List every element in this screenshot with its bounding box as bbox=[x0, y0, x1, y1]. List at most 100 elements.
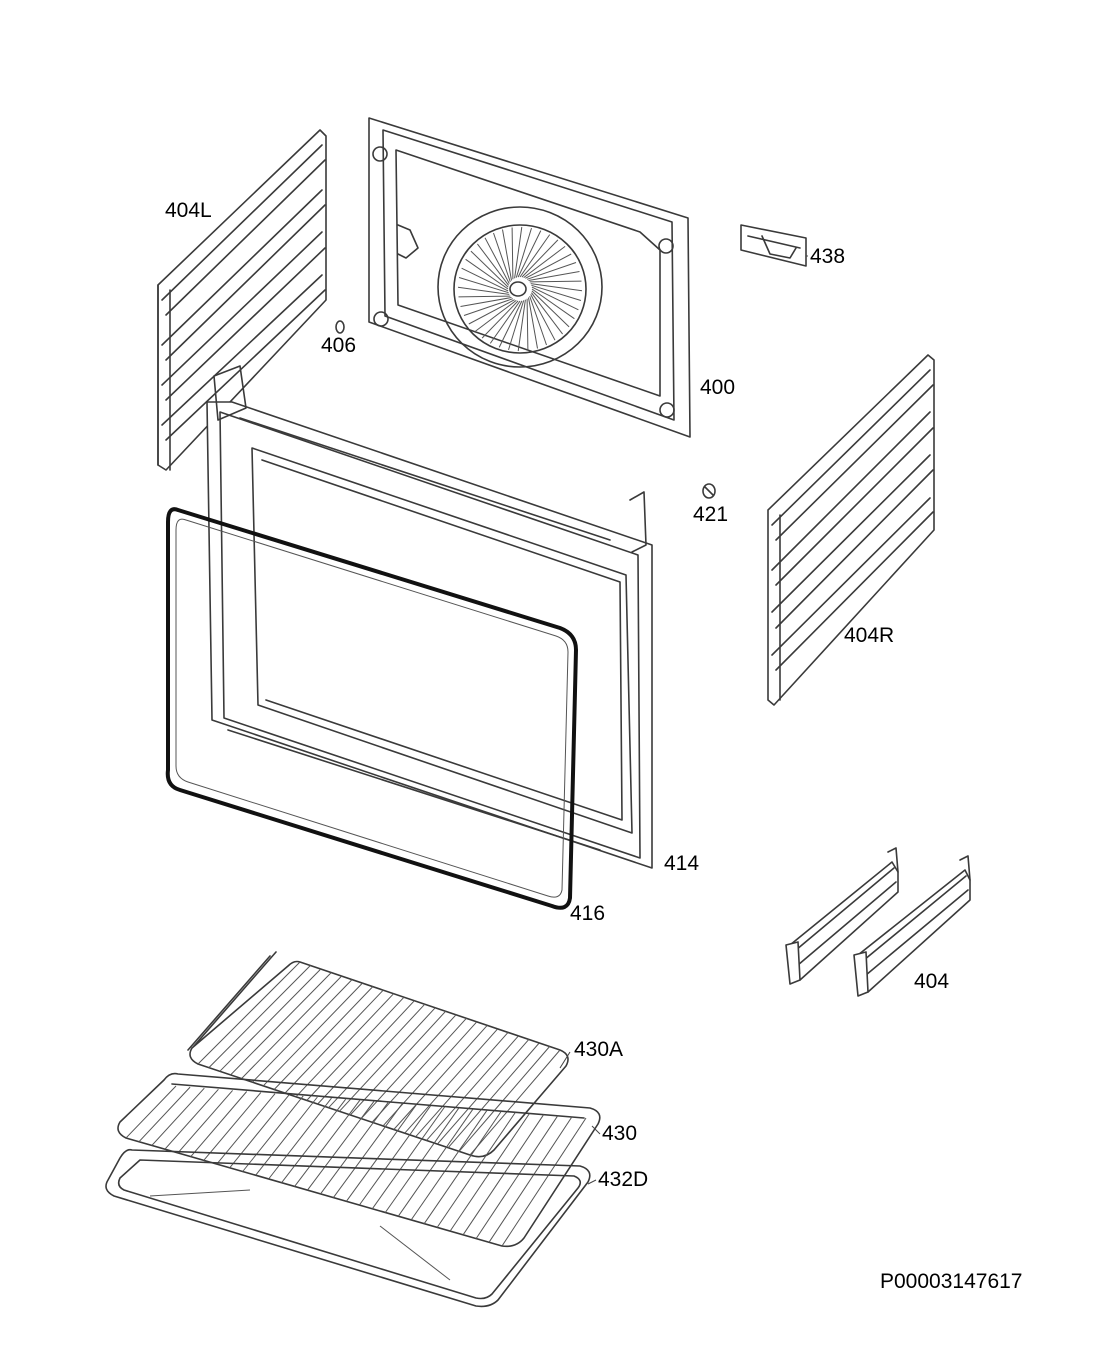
drawing-stroke bbox=[488, 1116, 573, 1243]
drawing-stroke bbox=[493, 232, 511, 283]
drawing-stroke bbox=[523, 246, 566, 278]
drawing-stroke bbox=[508, 300, 525, 351]
wire-rack-430A bbox=[187, 951, 569, 1158]
drawing-stroke bbox=[525, 253, 572, 279]
drawing-stroke bbox=[320, 1102, 389, 1195]
label-438: 438 bbox=[810, 245, 845, 268]
label-400: 400 bbox=[700, 376, 735, 399]
drawing-stroke bbox=[475, 1115, 559, 1239]
drawing-stroke bbox=[461, 267, 509, 292]
drawing-stroke bbox=[125, 1085, 177, 1139]
drawing-stroke bbox=[526, 262, 577, 280]
grid-shelf-430 bbox=[117, 1072, 601, 1248]
drawing-stroke bbox=[241, 975, 342, 1079]
drip-tray-432D bbox=[105, 1148, 591, 1308]
right-shelf-support-404R bbox=[767, 354, 935, 706]
drawing-stroke bbox=[526, 298, 529, 351]
drawing-stroke bbox=[397, 1108, 474, 1217]
drawing-stroke bbox=[203, 1092, 262, 1161]
label-421: 421 bbox=[693, 503, 728, 526]
drawing-stroke bbox=[273, 986, 374, 1090]
drawing-stroke bbox=[393, 1025, 488, 1130]
drawing-stroke bbox=[514, 226, 523, 279]
drawing-stroke bbox=[484, 237, 510, 284]
drawing-stroke bbox=[307, 1101, 375, 1191]
drawing-stroke bbox=[531, 286, 579, 311]
drawing-stroke bbox=[465, 258, 509, 290]
drawing-stroke bbox=[474, 300, 517, 332]
front-frame-414 bbox=[206, 365, 653, 869]
drawing-stroke bbox=[284, 989, 384, 1094]
drawing-stroke bbox=[371, 1017, 467, 1123]
door-gasket-416 bbox=[165, 507, 578, 910]
drawing-stroke bbox=[489, 300, 521, 344]
drawing-stroke bbox=[460, 297, 512, 307]
drawing-stroke bbox=[332, 1103, 403, 1198]
label-432D: 432D bbox=[598, 1168, 648, 1191]
leader-lines bbox=[559, 255, 808, 1185]
label-416: 416 bbox=[570, 902, 605, 925]
drawing-stroke bbox=[528, 271, 580, 281]
drawing-stroke bbox=[458, 1046, 550, 1152]
drawing-stroke bbox=[477, 243, 509, 286]
drawing-stroke bbox=[502, 229, 512, 281]
drawing-stroke bbox=[521, 239, 559, 278]
label-404: 404 bbox=[914, 970, 949, 993]
drawing-stroke bbox=[216, 1093, 276, 1165]
drawing-stroke bbox=[306, 996, 405, 1101]
drawing-stroke bbox=[252, 979, 353, 1083]
drawing-stroke bbox=[458, 277, 509, 294]
drawing-stroke bbox=[437, 1039, 530, 1145]
drawing-stroke bbox=[531, 292, 563, 335]
drawing-stroke bbox=[219, 968, 322, 1072]
drawing-stroke bbox=[281, 1098, 347, 1184]
drawing-stroke bbox=[294, 1099, 361, 1187]
drawing-stroke bbox=[531, 290, 570, 328]
drawing-stroke bbox=[462, 1114, 545, 1236]
drawing-stroke bbox=[529, 295, 547, 346]
drawing-stroke bbox=[328, 1003, 426, 1109]
drawing-stroke bbox=[197, 961, 301, 1065]
drawing-stroke bbox=[371, 1106, 446, 1210]
drawing-stroke bbox=[229, 1094, 290, 1169]
drawing-stroke bbox=[415, 1032, 509, 1138]
drawing-stroke bbox=[151, 1087, 205, 1146]
drawing-stroke bbox=[138, 1086, 191, 1143]
left-shelf-support-404L bbox=[157, 129, 327, 471]
drawing-stroke bbox=[463, 298, 514, 316]
drawing-stroke bbox=[468, 299, 515, 325]
drawing-stroke bbox=[531, 288, 575, 320]
drawing-stroke bbox=[345, 1104, 417, 1202]
drawing-stroke bbox=[317, 1000, 415, 1105]
drawing-stroke bbox=[515, 227, 532, 278]
drawing-stroke bbox=[447, 1042, 540, 1149]
label-404R: 404R bbox=[844, 624, 894, 647]
reference-number: P00003147617 bbox=[880, 1270, 1022, 1293]
drawing-stroke bbox=[339, 1007, 436, 1112]
drawing-stroke bbox=[423, 1111, 502, 1224]
drawing-stroke bbox=[190, 1091, 248, 1157]
drawing-stroke bbox=[530, 283, 583, 292]
screw-421 bbox=[702, 483, 716, 499]
label-430A: 430A bbox=[574, 1038, 623, 1061]
drawing-stroke bbox=[458, 295, 511, 298]
drawing-stroke bbox=[404, 1028, 498, 1134]
rear-panel-400 bbox=[368, 117, 691, 438]
label-404L: 404L bbox=[165, 199, 212, 222]
drawing-stroke bbox=[426, 1035, 519, 1141]
label-406: 406 bbox=[321, 334, 356, 357]
drawing-stroke bbox=[177, 1090, 233, 1154]
drawing-stroke bbox=[528, 297, 538, 349]
drawing-stroke bbox=[481, 300, 519, 339]
drawing-stroke bbox=[410, 1110, 488, 1221]
drawing-stroke bbox=[436, 1112, 516, 1228]
drawing-stroke bbox=[531, 284, 582, 301]
clip-406 bbox=[335, 320, 345, 334]
drawing-stroke bbox=[519, 234, 551, 278]
drawing-stroke bbox=[530, 294, 556, 341]
drawing-stroke bbox=[529, 280, 582, 283]
drawing-stroke bbox=[501, 1117, 587, 1247]
drawing-stroke bbox=[457, 286, 510, 295]
bracket-438 bbox=[740, 224, 807, 267]
